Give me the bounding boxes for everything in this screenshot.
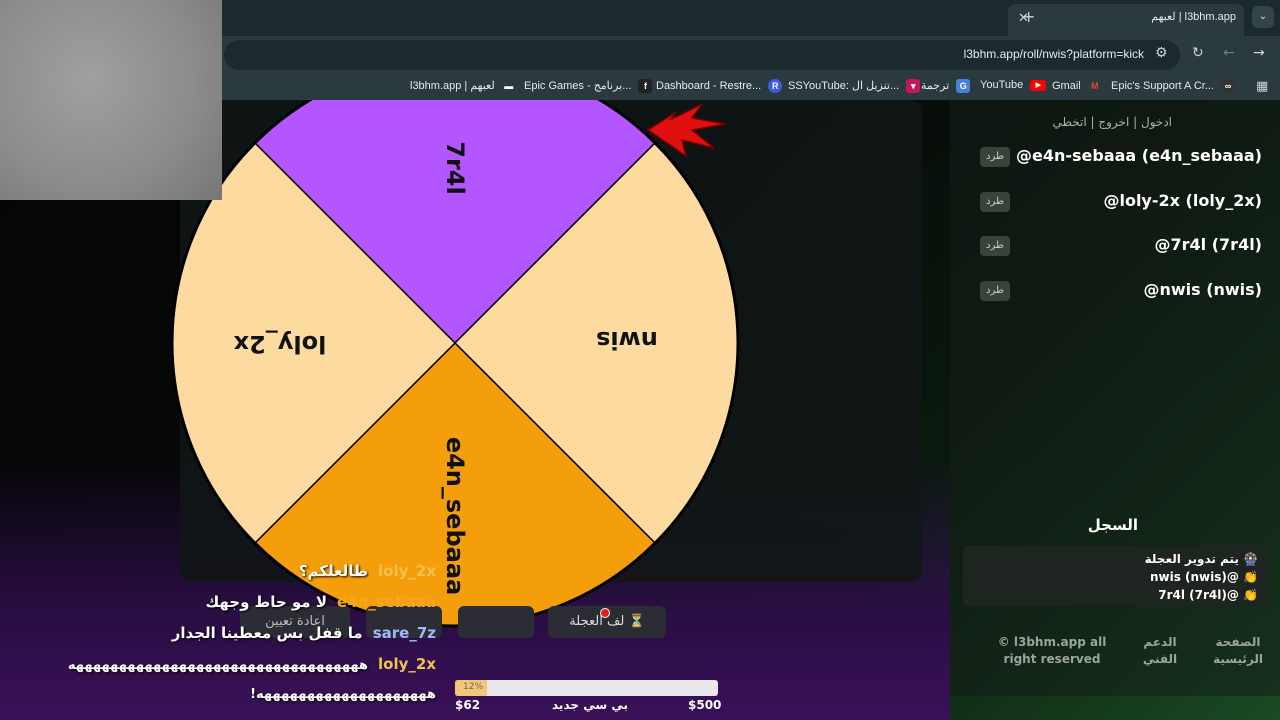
kick-button[interactable]: طرد xyxy=(980,192,1010,212)
youtube-icon: ▶ xyxy=(1030,79,1047,91)
wheel-pointer-arrow-icon xyxy=(646,103,727,158)
goal-target: $500 xyxy=(688,698,722,712)
bookmark-gmail[interactable]: Gmail M xyxy=(1052,79,1102,93)
footer-support-link[interactable]: الدعم الفني xyxy=(1142,635,1178,666)
donation-progress-fill xyxy=(455,680,487,696)
wheel-label-7r4l: 7r4l xyxy=(441,141,469,194)
kick-button[interactable]: طرد xyxy=(980,236,1010,256)
reload-icon[interactable]: ↻ xyxy=(1192,45,1204,61)
log-entry: 👏 @7r4l (7r4l) xyxy=(1158,588,1258,602)
auth-links[interactable]: ادخول | اخروج | اتخطي xyxy=(1052,115,1172,129)
bookmark-restream[interactable]: Dashboard - Restre... R xyxy=(656,79,783,93)
donation-progress-bar: 12% xyxy=(455,680,718,696)
player-name: @e4n-sebaaa (e4n_sebaaa) xyxy=(1015,146,1262,165)
webcam-overlay xyxy=(0,0,222,200)
cursor-block-icon xyxy=(600,608,610,618)
wheel-label-loly-2x: loly_2x xyxy=(233,330,326,358)
log-entry: 👏 @nwis (nwis) xyxy=(1149,570,1258,584)
goal-current: $62 xyxy=(455,698,481,712)
chat-message: loly_2xههههههههههههههههههههههههههههههههه… xyxy=(67,655,436,673)
kick-button[interactable]: طرد xyxy=(980,147,1010,167)
apps-grid-icon[interactable]: ▦ xyxy=(1256,79,1269,94)
player-row: @nwis (nwis) طرد xyxy=(972,276,1262,306)
control-button-3[interactable] xyxy=(458,606,534,638)
wheel-label-e4n-sebaaa: e4n_sebaaa xyxy=(441,437,469,595)
forward-icon[interactable]: ← xyxy=(1223,45,1235,61)
translate-icon: G xyxy=(956,79,971,94)
reset-button[interactable]: اعادة تعيين xyxy=(240,606,350,638)
player-name: @nwis (nwis) xyxy=(1143,280,1262,299)
footer-copyright: © l3bhm.app all right reserved xyxy=(997,635,1107,666)
gmail-icon: M xyxy=(1091,81,1099,91)
new-tab-icon[interactable]: + xyxy=(1022,7,1036,26)
chat-message-continued: ههههههههههههههههههههه! xyxy=(250,687,436,702)
spin-wheel[interactable]: 7r4l nwis e4n_sebaaa loly_2x xyxy=(168,56,742,630)
control-button-2[interactable] xyxy=(366,606,442,638)
progress-percent: 12% xyxy=(463,682,484,692)
wheel-rim xyxy=(170,100,740,628)
site-settings-icon[interactable]: ⚙ xyxy=(1155,45,1168,61)
bookmark-epic-support[interactable]: Epic's Support A Cr... ∞ xyxy=(1111,79,1236,93)
restream-icon: R xyxy=(768,79,783,93)
ssyoutube-icon: ▾ xyxy=(906,79,921,94)
chat-message: loly_2xطالعلكم؟ xyxy=(298,562,436,580)
active-tab[interactable]: ✕ xyxy=(1008,4,1244,36)
tab-title: l3bhm.app | لعبهم xyxy=(1151,11,1236,23)
footer-home-link[interactable]: الصفحة الرئيسية xyxy=(1213,635,1263,666)
bookmark-l3bhm[interactable]: l3bhm.app | لعبهم ▬ xyxy=(410,79,516,93)
tab-search-chevron-icon[interactable]: ⌄ xyxy=(1252,6,1274,28)
support-icon: ∞ xyxy=(1221,79,1236,93)
player-row: @e4n-sebaaa (e4n_sebaaa) طرد xyxy=(972,142,1262,172)
log-title: السجل xyxy=(1087,516,1138,534)
bookmark-ssyoutube[interactable]: SSYouTube: تنزيل ال... ▾ xyxy=(788,79,921,94)
player-name: @7r4l (7r4l) xyxy=(1154,235,1262,254)
kick-button[interactable]: طرد xyxy=(980,281,1010,301)
url-text[interactable]: l3bhm.app/roll/nwis?platform=kick xyxy=(963,47,1144,61)
player-row: @loly-2x (loly_2x) طرد xyxy=(972,187,1262,217)
close-tab-icon[interactable]: ✕ xyxy=(1018,11,1029,26)
bookmark-youtube[interactable]: YouTube ▶ xyxy=(980,79,1047,91)
log-box xyxy=(963,546,1269,606)
player-row: @7r4l (7r4l) طرد xyxy=(972,231,1262,261)
game-icon: ▬ xyxy=(504,81,514,92)
chat-message: sare_7zما قفل بس معطينا الجدار xyxy=(171,624,436,642)
bookmark-epic-games[interactable]: Epic Games - برنامج... f xyxy=(524,79,653,94)
goal-title: بي سي جديد xyxy=(552,698,628,712)
address-bar[interactable] xyxy=(224,40,1180,70)
epic-icon: f xyxy=(638,79,653,94)
back-icon[interactable]: → xyxy=(1253,45,1265,61)
log-entry: 🎡 يتم تدوير العجلة xyxy=(1144,552,1258,566)
player-name: @loly-2x (loly_2x) xyxy=(1103,191,1262,210)
chat-message: e4n_sebaaaلا مو حاط وجهك xyxy=(205,593,436,611)
bookmark-translate[interactable]: ترجمة G xyxy=(921,79,971,94)
spin-button[interactable]: ⏳ لف العجلة xyxy=(548,606,666,638)
wheel-label-nwis: nwis xyxy=(596,326,658,354)
